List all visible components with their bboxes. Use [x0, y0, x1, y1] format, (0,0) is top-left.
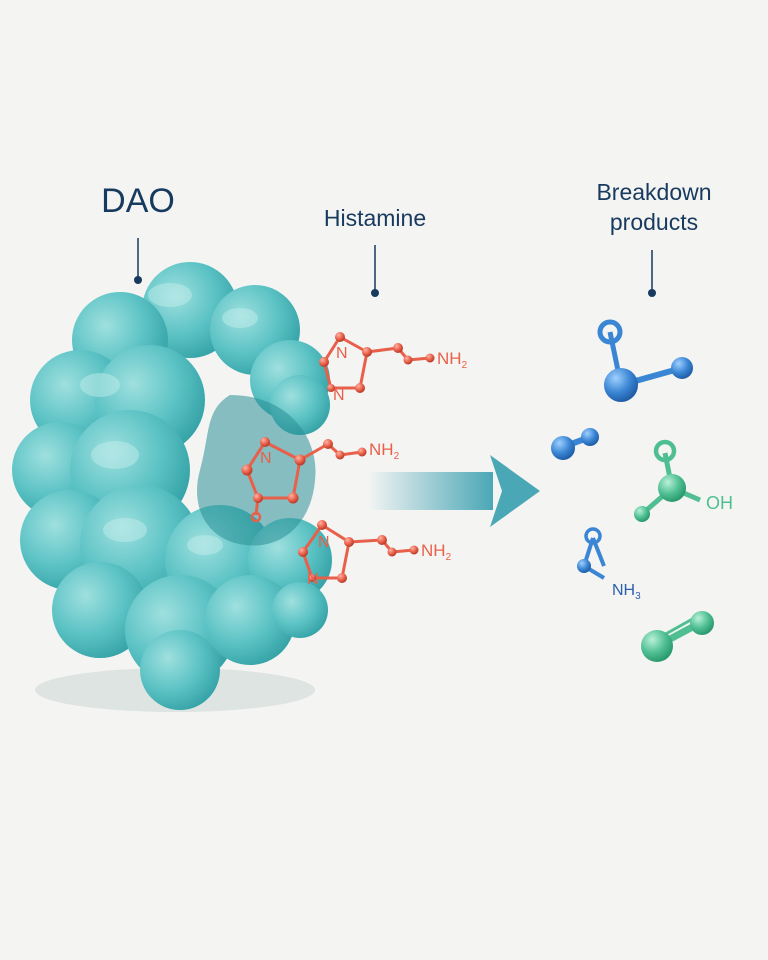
- histamine-2-amine: NH: [369, 440, 394, 459]
- histamine-3-amine-sub: 2: [446, 552, 452, 563]
- product-molecule-4: NH3: [577, 527, 641, 602]
- histamine-1-amine: NH: [437, 349, 462, 368]
- dao-enzyme-blob: [12, 262, 332, 712]
- histamine-1-amine-sub: 2: [462, 360, 468, 371]
- histamine-3-ring-n-top: N: [318, 534, 330, 551]
- svg-text:NH3: NH3: [612, 582, 641, 602]
- product-4-ammonia-sub: 3: [635, 591, 641, 602]
- products-label-line2: products: [610, 209, 698, 235]
- product-molecule-3: OH: [634, 439, 733, 522]
- products-pointer-dot: [648, 289, 656, 297]
- histamine-2-amine-sub: 2: [394, 451, 400, 462]
- dao-pointer-dot: [134, 276, 142, 284]
- product-molecule-2: [551, 428, 599, 460]
- histamine-label: Histamine: [324, 205, 426, 231]
- svg-text:NH2: NH2: [421, 541, 452, 563]
- product-4-ammonia: NH: [612, 582, 635, 599]
- histamine-molecule-2: N NH2: [241, 437, 400, 523]
- products-label-line1: Breakdown: [596, 179, 711, 205]
- histamine-1-ring-n-bottom: N: [333, 387, 345, 404]
- histamine-3-ring-n-bottom: N: [307, 571, 319, 588]
- svg-text:NH2: NH2: [437, 349, 468, 371]
- product-3-hydroxyl: OH: [706, 493, 733, 513]
- product-molecule-5: [641, 611, 714, 662]
- svg-text:NH2: NH2: [369, 440, 400, 462]
- histamine-2-ring-n: N: [260, 450, 272, 467]
- histamine-molecule-3: N N NH2: [298, 520, 452, 588]
- histamine-3-amine: NH: [421, 541, 446, 560]
- histamine-molecule-1: N N NH2: [319, 332, 468, 404]
- reaction-arrow: [368, 455, 540, 527]
- dao-label: DAO: [101, 182, 175, 220]
- histamine-1-ring-n-top: N: [336, 345, 348, 362]
- histamine-pointer-dot: [371, 289, 379, 297]
- product-molecule-1: [597, 319, 693, 402]
